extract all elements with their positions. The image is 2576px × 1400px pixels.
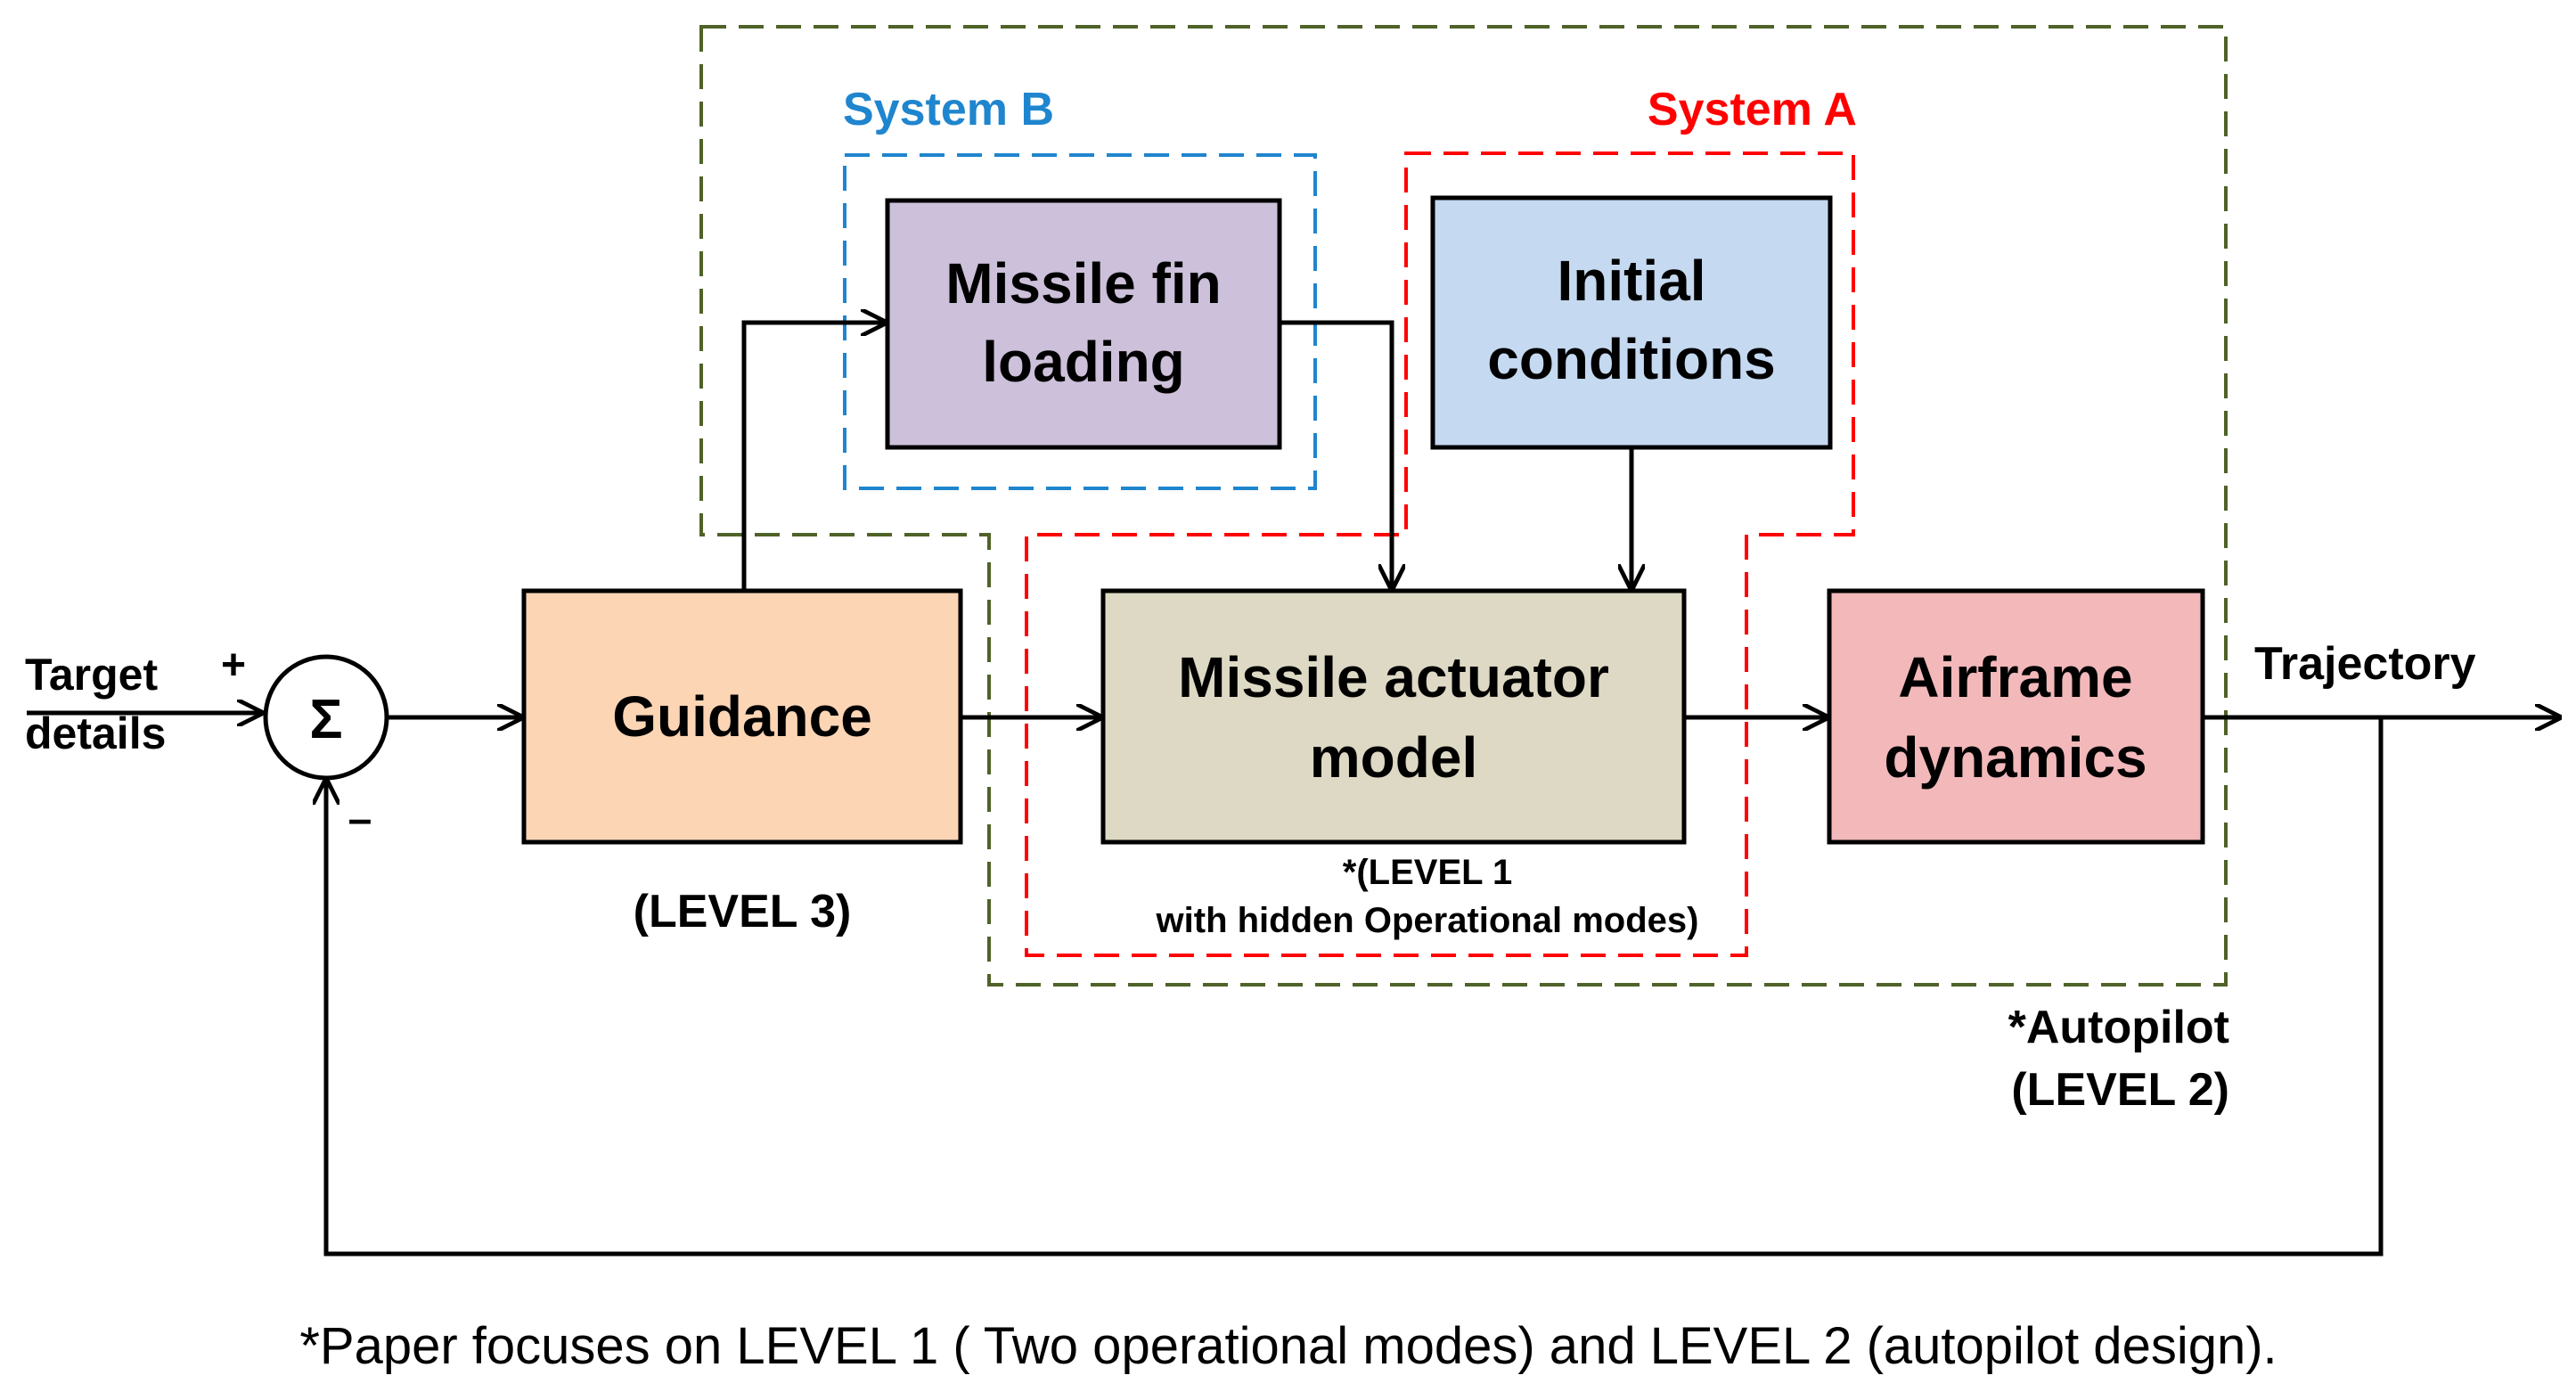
target-label-line1: Target [25,650,158,700]
target-label-line2: details [25,708,166,758]
actuator-level-label-line2: with hidden Operational modes) [1156,901,1699,940]
feedback-arrow [326,717,2384,1257]
trajectory-label: Trajectory [2254,638,2476,690]
initial-conditions-label-line1: Initial [1557,249,1705,313]
fin-loading-label-line1: Missile fin [945,251,1221,315]
footnote: *Paper focuses on LEVEL 1 ( Two operatio… [299,1317,2277,1375]
minus-sign: – [348,796,372,843]
fin-to-actuator-arrow [1280,320,1392,588]
guidance-label: Guidance [612,684,872,749]
initial-conditions-block [1430,195,1833,450]
guidance-level-label: (LEVEL 3) [634,886,852,937]
guidance-block [521,588,963,845]
system-b-label: System B [843,84,1054,135]
actuator-label-line2: model [1310,725,1477,790]
actuator-level-label-line1: *(LEVEL 1 [1343,853,1512,892]
guidance-to-fin-arrow [741,323,885,591]
plus-sign: + [221,642,246,689]
autopilot-label-line1: *Autopilot [2008,1002,2229,1053]
fin-loading-label-line2: loading [982,330,1185,394]
autopilot-boundary [699,25,2228,987]
system-a-boundary [1025,151,1855,957]
fin-loading-block [885,198,1282,450]
sigma-symbol: Σ [309,689,342,750]
actuator-label-line1: Missile actuator [1178,645,1609,709]
system-a-label: System A [1648,84,1857,135]
autopilot-label-line2: (LEVEL 2) [2011,1064,2229,1116]
airframe-label-line2: dynamics [1884,725,2147,790]
airframe-block [1827,588,2205,845]
actuator-block [1100,588,1687,845]
initial-conditions-label-line2: conditions [1487,327,1776,391]
airframe-label-line1: Airframe [1898,645,2132,709]
